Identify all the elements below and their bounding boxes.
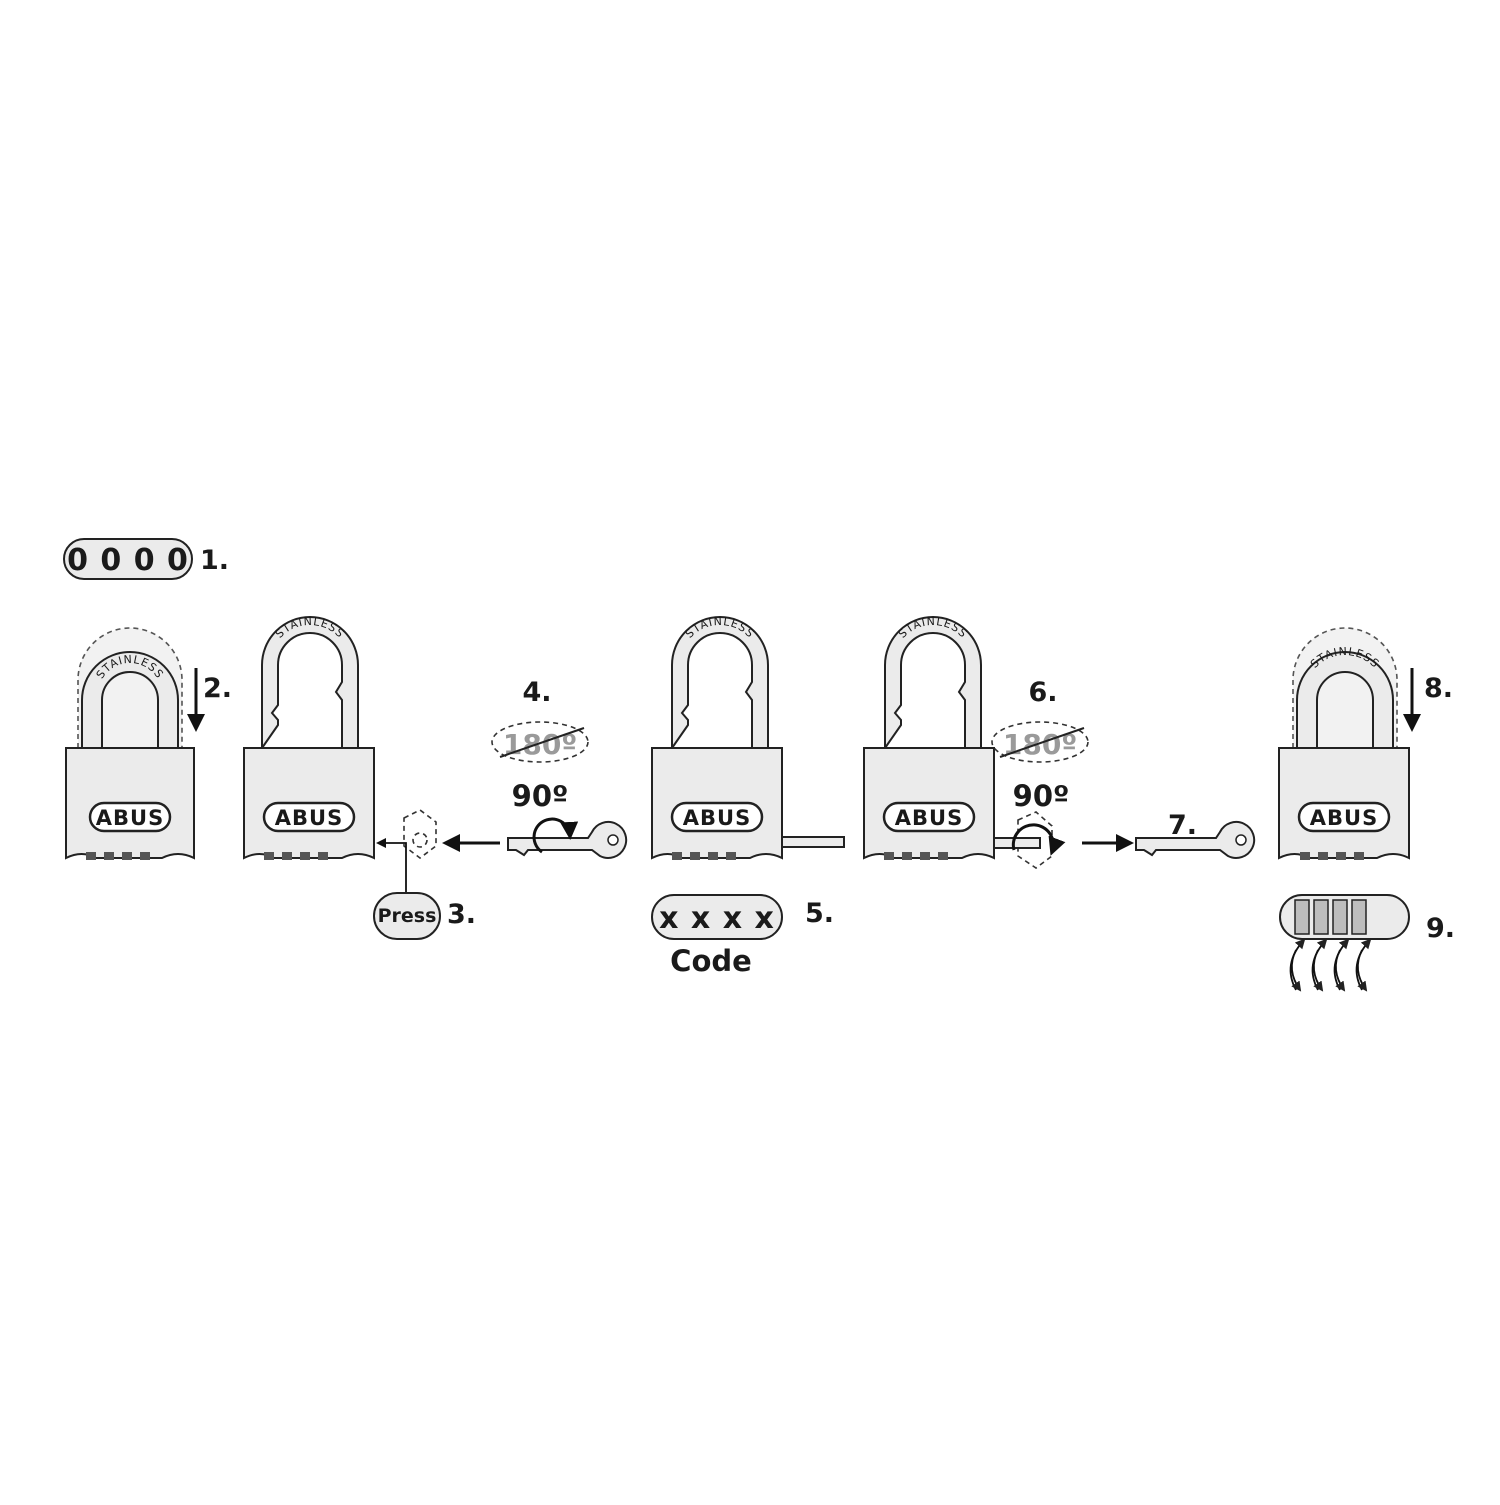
brand-plate (670, 801, 764, 833)
turn-angle: 90º (1013, 779, 1070, 813)
step-8-close-lock: STAINLESS ABUS 8. (1278, 627, 1453, 860)
rotate-arrow (532, 817, 579, 854)
step-1-number: 1. (200, 545, 229, 576)
dial-marks (86, 852, 150, 860)
inserted-key (781, 836, 845, 848)
step-2-lock-closed: STAINLESS ABUS 2. (65, 627, 232, 860)
step-7-number: 7. (1168, 810, 1197, 841)
dial-marks (264, 852, 328, 860)
press-label: Press (378, 905, 437, 927)
step-6-turn-back: STAINLESS ABUS 6. 180º 90º (863, 615, 1089, 869)
strike-line (999, 727, 1085, 758)
open-shackle (884, 616, 982, 752)
step-1-default-code: 0 0 0 0 1. (63, 538, 229, 580)
key (1135, 820, 1256, 859)
forbidden-angle: 180º (1003, 728, 1077, 761)
code-display-box (63, 538, 193, 580)
step-9-scramble-dials: 9. (1279, 894, 1455, 992)
step-3-lock-open: STAINLESS ABUS Press 3. (243, 615, 476, 940)
shackle (81, 651, 179, 749)
turn-angle: 90º (512, 779, 569, 813)
key-ghost (1017, 811, 1053, 869)
forbidden-angle-ring (491, 721, 589, 763)
brand-logo: ABUS (275, 806, 343, 830)
step-9-number: 9. (1426, 913, 1455, 944)
default-code-digits: 0 0 0 0 (67, 543, 189, 578)
shackle-label: STAINLESS (273, 615, 347, 641)
shackle-ghost-top (1292, 627, 1398, 749)
step-2-number: 2. (203, 673, 232, 704)
step-5-set-code: STAINLESS ABUS x x x x Code 5. (651, 615, 845, 978)
step-4-turn-key: 4. 180º 90º (442, 677, 628, 859)
strike-line (499, 727, 585, 758)
brand-plate (262, 801, 356, 833)
brand-plate (88, 801, 172, 833)
step-3-number: 3. (447, 899, 476, 930)
shackle (1296, 651, 1394, 749)
brand-logo: ABUS (683, 806, 751, 830)
press-button[interactable] (373, 892, 441, 940)
step-6-number: 6. (1028, 677, 1057, 708)
step-5-number: 5. (805, 898, 834, 929)
scramble-arrows (1289, 938, 1372, 992)
keyhole-ghost-ring (412, 832, 428, 848)
key-hole (1235, 834, 1247, 846)
brand-plate (882, 801, 976, 833)
dial-wheels (1294, 899, 1367, 935)
dial-marks (1300, 852, 1364, 860)
dial-marks (672, 852, 736, 860)
forbidden-angle: 180º (503, 728, 577, 761)
shackle-label: STAINLESS (683, 615, 757, 641)
open-shackle (261, 616, 359, 752)
rotate-back-arrow (1011, 823, 1066, 856)
brand-logo: ABUS (1310, 806, 1378, 830)
key-hole (607, 834, 619, 846)
step-7-remove-key: 7. (1082, 810, 1256, 859)
new-code-digits: x x x x (659, 901, 775, 936)
press-pointer (376, 838, 407, 896)
inserted-key (993, 837, 1041, 849)
keyhole-ghost (403, 809, 437, 859)
step-8-number: 8. (1424, 673, 1453, 704)
forbidden-angle-ring (991, 721, 1089, 763)
step-4-number: 4. (522, 677, 551, 708)
code-label: Code (670, 944, 752, 978)
open-shackle (671, 616, 769, 752)
brand-logo: ABUS (895, 806, 963, 830)
new-code-box (651, 894, 783, 940)
brand-plate (1297, 801, 1391, 833)
dial-marks (884, 852, 948, 860)
shackle-label: STAINLESS (896, 615, 970, 641)
brand-logo: ABUS (96, 806, 164, 830)
